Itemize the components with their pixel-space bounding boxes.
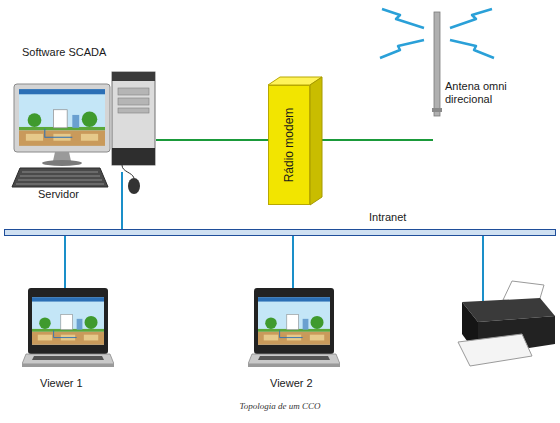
device-label: Viewer 1: [40, 377, 83, 390]
drive-bay: [118, 108, 149, 113]
network-link: [310, 139, 433, 141]
keyboard: [12, 168, 108, 187]
mouse-cable: [122, 165, 134, 178]
viewer-node: Viewer 1: [22, 288, 114, 372]
network-link: [64, 236, 66, 288]
network-drop: [482, 236, 484, 302]
figure-caption: Topologia de um CCO: [0, 401, 560, 412]
radio-wave: [450, 40, 494, 58]
tower-top: [112, 72, 155, 81]
antenna-node: Antena omni direcional: [433, 8, 548, 120]
monitor-screen: [19, 89, 105, 146]
bus-label: Intranet: [369, 211, 406, 224]
modem-top: [268, 77, 322, 85]
radio-wave: [382, 9, 424, 28]
drive-bay: [118, 98, 149, 105]
monitor-stand: [53, 152, 71, 161]
radio-wave: [380, 40, 424, 58]
radio-wave: [450, 9, 492, 28]
printer-front: [478, 316, 555, 356]
modem-side: [310, 77, 322, 205]
server-node: Software SCADAServidor: [12, 68, 156, 172]
drive-bay: [118, 88, 149, 95]
printer-left: [462, 302, 478, 356]
paper-tray: [458, 334, 532, 366]
printer-top: [462, 298, 555, 322]
tower-bottom: [112, 148, 155, 165]
mouse: [128, 178, 140, 194]
antenna-pole: [434, 12, 440, 116]
modem-box: Rádio modem: [268, 85, 310, 205]
device-label: Servidor: [38, 188, 79, 201]
radio-modem-3d: [268, 77, 322, 205]
antenna-clamp: [432, 108, 442, 112]
device-label: Viewer 2: [270, 377, 313, 390]
tower-case: [112, 72, 155, 165]
network-link: [121, 172, 123, 229]
network-link: [292, 236, 294, 288]
network-link: [156, 139, 268, 141]
server-computer: [12, 72, 155, 194]
laptop: [22, 288, 114, 367]
device-label: Rádio modem: [283, 108, 296, 183]
laptop: [248, 288, 340, 367]
monitor-base: [42, 160, 82, 166]
printer: [458, 236, 555, 366]
viewers: [22, 288, 340, 367]
network-bus: Intranet: [4, 229, 556, 236]
keyboard-keys: [16, 172, 104, 184]
monitor-frame: [14, 84, 110, 152]
paper-sheet: [503, 281, 544, 305]
viewer-node: Viewer 2: [248, 288, 340, 372]
heading-label: Software SCADA: [22, 46, 106, 59]
device-label: Antena omni direcional: [445, 80, 543, 106]
